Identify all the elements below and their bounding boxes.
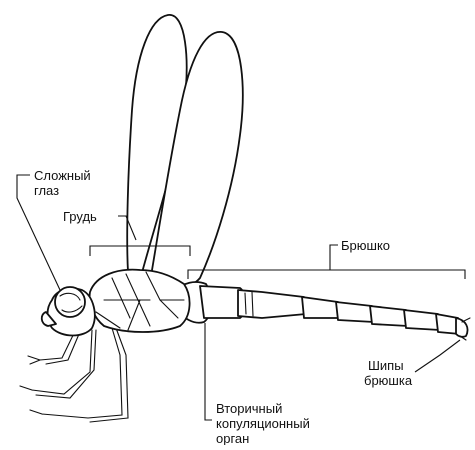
abdominal-spines-label: Шипы брюшка	[364, 358, 413, 388]
copulatory-organ-label-line2: копуляционный	[216, 416, 310, 431]
compound-eye-label-line1: Сложный	[34, 168, 91, 183]
compound-eye-label: Сложный глаз	[34, 168, 94, 198]
abdomen-leader	[330, 245, 338, 270]
copulatory-organ-label-line1: Вторичный	[216, 401, 282, 416]
abdomen-bracket	[188, 270, 465, 279]
copulatory-organ-label-line3: орган	[216, 431, 249, 445]
organ-leader	[205, 323, 212, 420]
wings	[127, 15, 243, 289]
copulatory-organ-label: Вторичный копуляционный орган	[216, 401, 313, 445]
abdominal-spines-label-line2: брюшка	[364, 373, 413, 388]
compound-eye-label-line2: глаз	[34, 183, 59, 198]
thorax-shape	[90, 270, 190, 332]
abdomen-label: Брюшко	[341, 238, 390, 253]
spines-leader	[415, 340, 460, 372]
abdominal-spines-label-line1: Шипы	[368, 358, 404, 373]
abdomen-segments	[176, 282, 470, 340]
legs	[20, 325, 128, 422]
thorax-label: Грудь	[63, 209, 97, 224]
head	[42, 287, 95, 336]
